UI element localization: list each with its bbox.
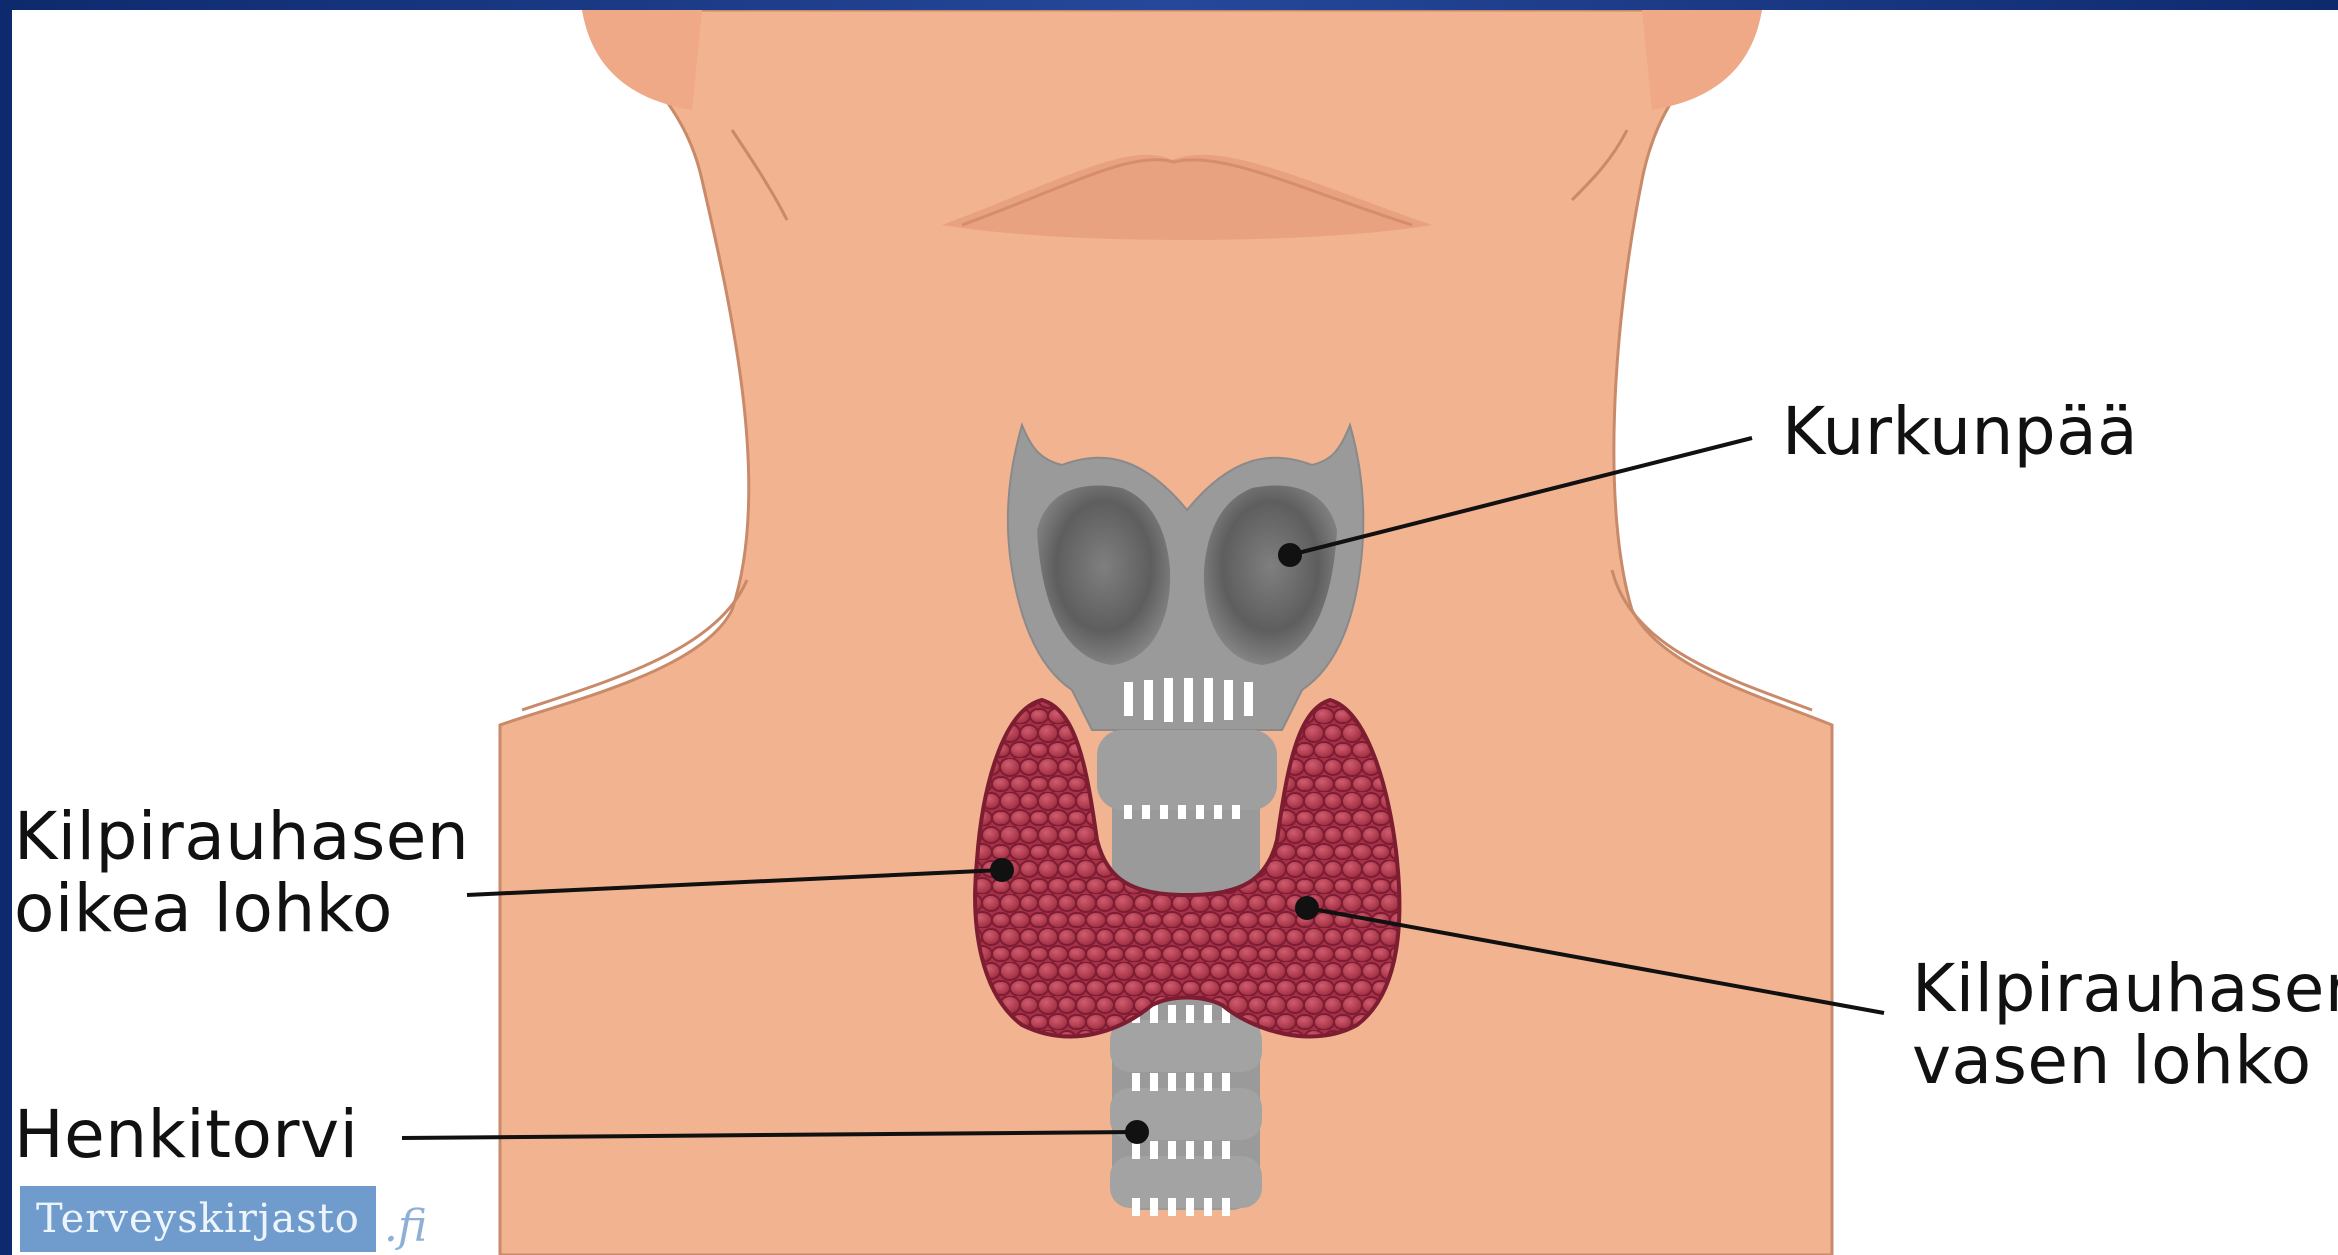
dot-larynx	[1278, 543, 1302, 567]
dot-right-lobe	[990, 858, 1014, 882]
dot-trachea	[1125, 1120, 1149, 1144]
label-left-lobe-line2: vasen lohko	[1912, 1024, 2312, 1098]
label-trachea: Henkitorvi	[14, 1098, 358, 1172]
logo-tld: .fi	[384, 1201, 427, 1252]
label-larynx: Kurkunpää	[1782, 395, 2138, 469]
label-right-lobe-line1: Kilpirauhasen	[14, 800, 469, 874]
dot-left-lobe	[1295, 896, 1319, 920]
label-right-lobe-line2: oikea lohko	[14, 872, 393, 946]
diagram-canvas: Kurkunpää Kilpirauhasen oikea lohko Kilp…	[12, 10, 2338, 1255]
label-left-lobe-line1: Kilpirauhasen	[1912, 952, 2338, 1026]
logo-name: Terveyskirjasto	[20, 1186, 376, 1252]
left-jaw-shadow	[582, 10, 702, 110]
right-jaw-shadow	[1642, 10, 1762, 110]
terveyskirjasto-logo: Terveyskirjasto .fi	[20, 1180, 427, 1252]
